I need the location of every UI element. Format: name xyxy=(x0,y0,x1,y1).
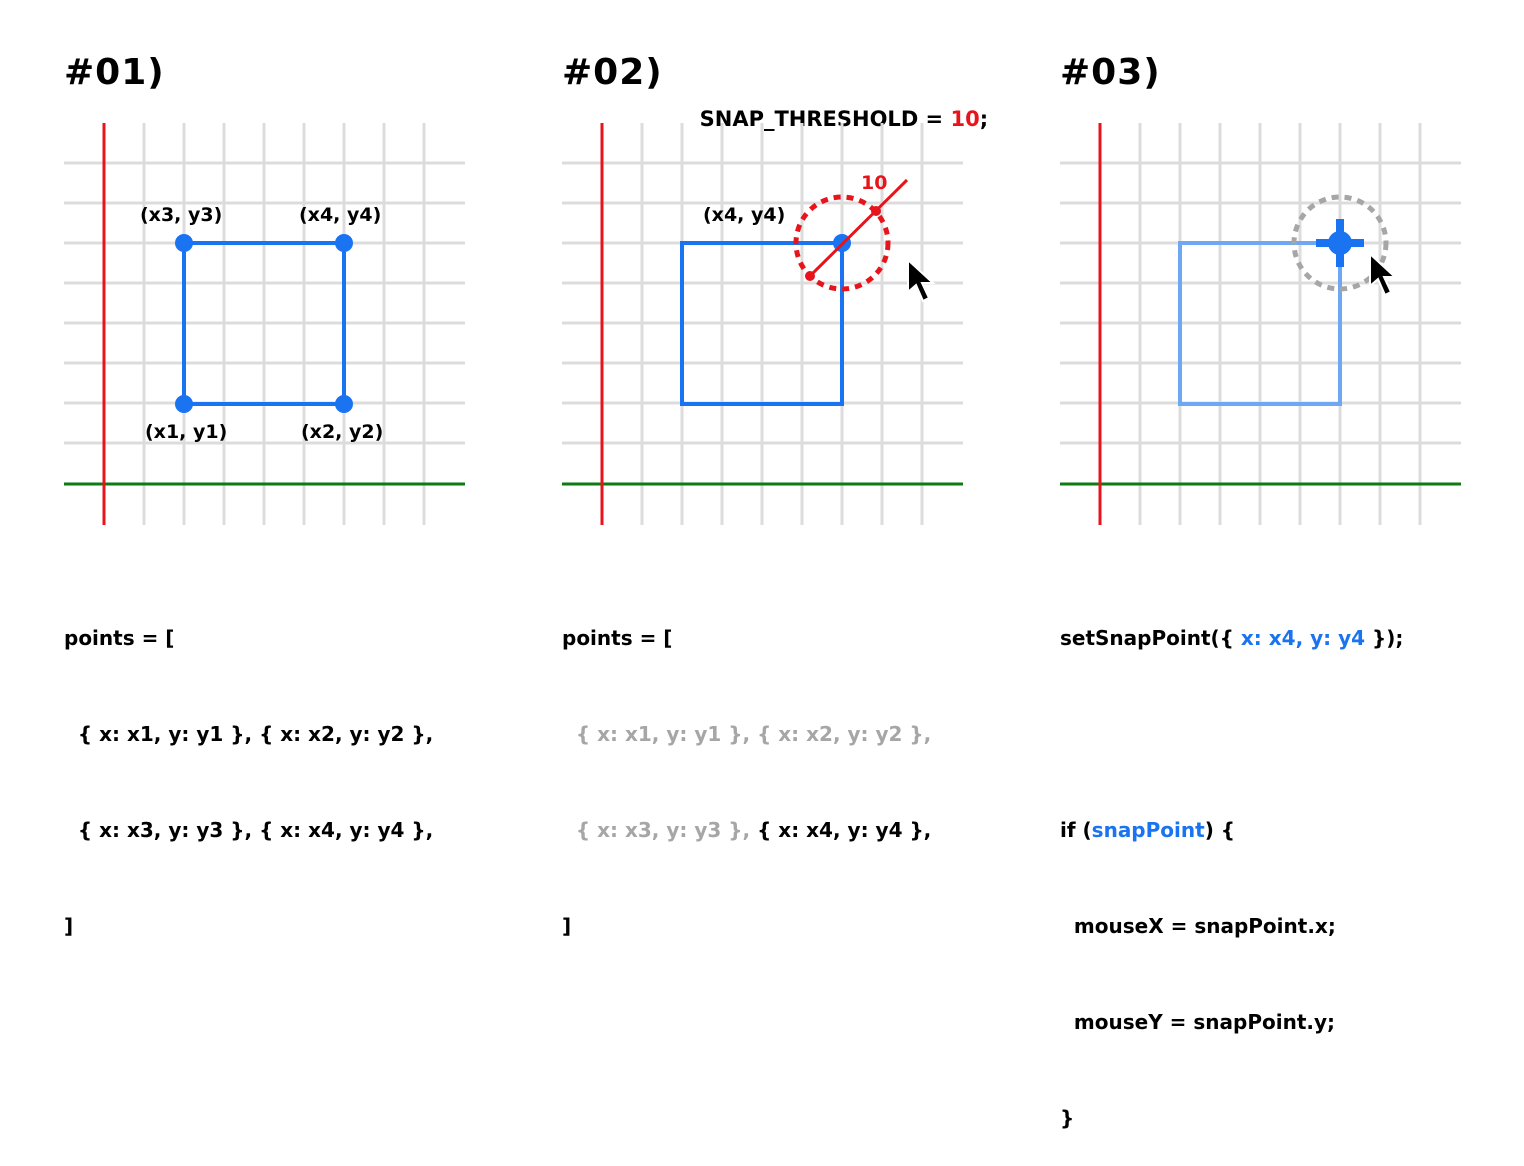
point-label-x1y1: (x1, y1) xyxy=(145,421,228,443)
code-fragment-highlight: x: x4, y: y4 xyxy=(1240,626,1366,650)
snap-threshold-value: 10 xyxy=(950,107,980,131)
point-label-x2y2: (x2, y2) xyxy=(301,421,384,443)
snap-radius-circle xyxy=(1291,194,1389,292)
code-line: } xyxy=(1060,1106,1075,1130)
code-line: points = [ xyxy=(562,626,673,650)
square-shape-faded xyxy=(1178,241,1342,406)
snap-radius-label: 10 xyxy=(861,172,888,194)
grid-layer xyxy=(64,123,1461,525)
point-label-x4y4: (x4, y4) xyxy=(299,204,382,226)
square-shape xyxy=(680,241,844,406)
axes-layer xyxy=(64,123,1461,525)
snap-point xyxy=(1328,231,1352,255)
code-line: mouseY = snapPoint.y; xyxy=(1060,1010,1336,1034)
points-code-block: points = [ { x: x1, y: y1 }, { x: x2, y:… xyxy=(64,558,433,974)
vertex-point xyxy=(335,395,353,413)
vertex-point xyxy=(175,234,193,252)
panel-3-heading: #03) xyxy=(1060,52,1161,93)
point-label-x3y3: (x3, y3) xyxy=(140,204,223,226)
square-shape xyxy=(182,241,346,406)
vertex-point xyxy=(175,395,193,413)
snap-radius-circle xyxy=(793,194,891,292)
code-fragment: }); xyxy=(1365,626,1404,650)
code-fragment: if ( xyxy=(1060,818,1092,842)
mouse-cursor-icon xyxy=(1369,251,1398,297)
code-line-muted: { x: x3, y: y3 }, xyxy=(562,818,751,842)
points-code-block-filtered: points = [ { x: x1, y: y1 }, { x: x2, y:… xyxy=(562,558,931,974)
code-line: ] xyxy=(64,914,74,938)
snap-diameter-end xyxy=(805,271,815,281)
code-fragment: ) { xyxy=(1204,818,1236,842)
panel-1-heading: #01) xyxy=(64,52,165,93)
code-line-muted: { x: x1, y: y1 }, { x: x2, y: y2 }, xyxy=(562,722,932,746)
panel-2-heading: #02) xyxy=(562,52,663,93)
code-line: ] xyxy=(562,914,572,938)
mouse-cursor-icon xyxy=(907,257,936,303)
snap-threshold-suffix: ; xyxy=(979,107,989,131)
code-line-active-point: { x: x4, y: y4 }, xyxy=(750,818,932,842)
snap-diameter-end xyxy=(871,206,881,216)
code-line: { x: x1, y: y1 }, { x: x2, y: y2 }, xyxy=(64,722,434,746)
code-line: mouseX = snapPoint.x; xyxy=(1060,914,1336,938)
code-line: { x: x3, y: y3 }, { x: x4, y: y4 }, xyxy=(64,818,434,842)
code-fragment-highlight: snapPoint xyxy=(1091,818,1205,842)
snap-diameter-line xyxy=(808,178,909,278)
code-line: points = [ xyxy=(64,626,175,650)
diagram-canvas xyxy=(64,123,1461,525)
point-label-x4y4: (x4, y4) xyxy=(703,204,786,226)
vertex-point xyxy=(335,234,353,252)
snap-code-block: setSnapPoint({ x: x4, y: y4 }); if (snap… xyxy=(1060,558,1403,1166)
shapes-layer xyxy=(175,178,1398,413)
code-fragment: setSnapPoint({ xyxy=(1060,626,1241,650)
